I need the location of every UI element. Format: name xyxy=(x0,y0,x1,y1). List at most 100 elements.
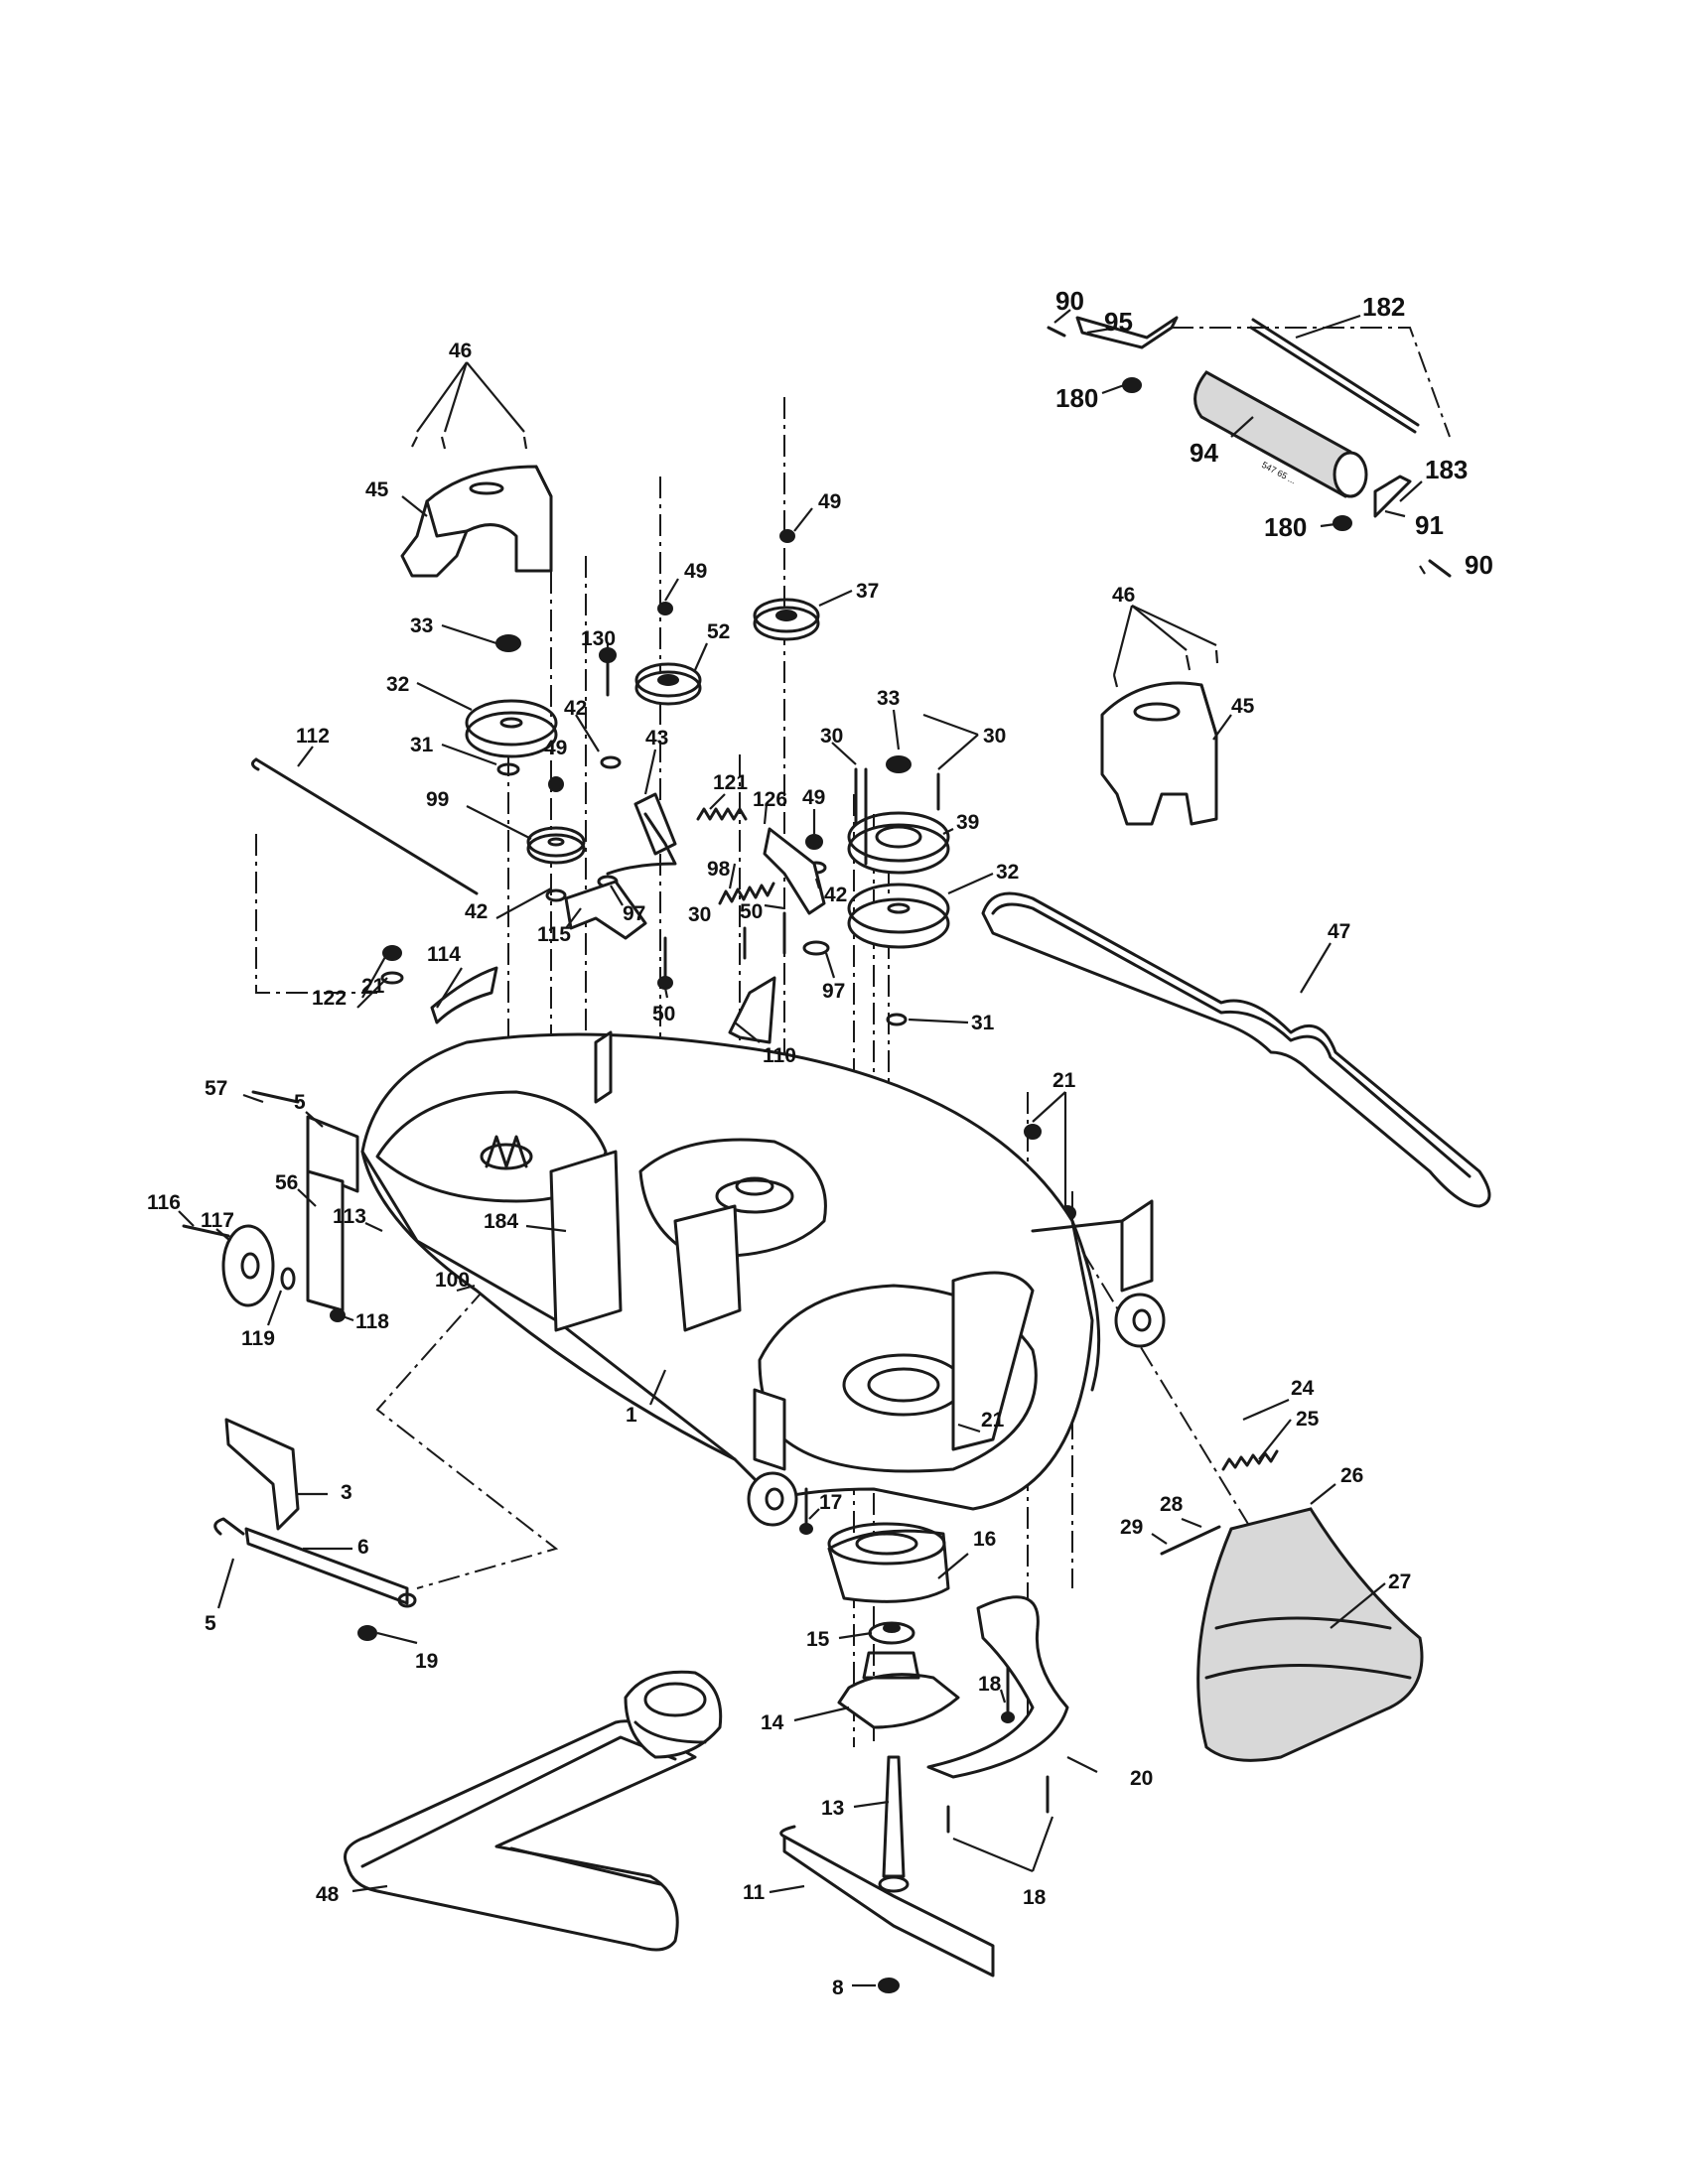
callout-48: 48 xyxy=(316,1883,340,1906)
roller-94: 547 65 ... xyxy=(1047,316,1452,578)
callout-15: 15 xyxy=(806,1628,830,1651)
callout-1: 1 xyxy=(626,1404,637,1427)
callout-29: 29 xyxy=(1120,1516,1143,1539)
bearing-15 xyxy=(868,1621,915,1645)
callout-37: 37 xyxy=(856,580,879,603)
nut-33-left xyxy=(495,634,521,652)
callout-50-b: 50 xyxy=(740,900,763,923)
callout-11: 11 xyxy=(743,1881,766,1904)
callout-19: 19 xyxy=(415,1650,438,1673)
callout-90: 90 xyxy=(1055,286,1084,316)
callout-184: 184 xyxy=(484,1210,518,1233)
callout-30-c: 30 xyxy=(983,725,1006,748)
bolts xyxy=(799,1487,1050,1834)
callout-16: 16 xyxy=(973,1528,996,1551)
callout-112: 112 xyxy=(296,725,330,748)
belt-47 xyxy=(981,891,1491,1208)
callout-49-d: 49 xyxy=(802,786,825,809)
spring-98 xyxy=(718,882,775,905)
callout-114: 114 xyxy=(427,943,461,966)
callout-27: 27 xyxy=(1388,1570,1411,1593)
callout-182: 182 xyxy=(1362,292,1405,322)
callout-33-b: 33 xyxy=(877,687,900,710)
callout-49-b: 49 xyxy=(684,560,707,583)
callout-31-b: 31 xyxy=(971,1012,995,1034)
idler-pulley-52 xyxy=(634,662,702,706)
callout-6: 6 xyxy=(357,1536,369,1559)
callout-18: 18 xyxy=(978,1673,1002,1696)
bracket-114 xyxy=(430,966,498,1024)
spring-121 xyxy=(696,807,748,821)
blade-bolt-8 xyxy=(878,1978,900,1993)
callout-21-c: 21 xyxy=(981,1409,1005,1432)
callout-121: 121 xyxy=(713,771,748,794)
callout-116: 116 xyxy=(147,1191,181,1214)
callout-100: 100 xyxy=(435,1269,470,1292)
discharge-chute-27 xyxy=(1160,1507,1424,1762)
callout-32-b: 32 xyxy=(996,861,1019,884)
lift-bracket-3 xyxy=(224,1418,300,1531)
idler-bracket-115 xyxy=(564,880,647,940)
deck-brackets xyxy=(306,1030,1154,1471)
callout-57: 57 xyxy=(205,1077,227,1100)
idler-pulley-99 xyxy=(526,826,586,865)
belt-guard-right xyxy=(1100,649,1219,826)
idler-arm-126 xyxy=(763,827,826,915)
callout-25: 25 xyxy=(1296,1408,1320,1431)
blade-11 xyxy=(779,1825,995,1978)
callout-52: 52 xyxy=(707,620,730,643)
callout-17: 17 xyxy=(819,1491,842,1514)
callout-5: 5 xyxy=(294,1091,306,1114)
callout-5-b: 5 xyxy=(205,1612,216,1635)
callout-labels: 46 45 33 32 31 99 112 42 42 130 49 49 52… xyxy=(147,286,1493,1999)
callout-94: 94 xyxy=(1190,438,1218,468)
spring-25 xyxy=(1221,1449,1279,1471)
callout-21: 21 xyxy=(361,975,385,998)
callout-110: 110 xyxy=(763,1044,796,1067)
callout-130: 130 xyxy=(581,627,616,650)
bolt-19 xyxy=(357,1625,377,1641)
callout-8: 8 xyxy=(832,1977,844,1999)
bracket-110 xyxy=(728,976,776,1044)
spindle-housing-16 xyxy=(827,1522,950,1603)
pulley-32-left xyxy=(465,699,558,758)
callout-43: 43 xyxy=(645,727,668,750)
callout-26: 26 xyxy=(1340,1464,1363,1487)
callout-180-b: 180 xyxy=(1264,512,1307,542)
callout-90-b: 90 xyxy=(1465,550,1493,580)
callout-42-c: 42 xyxy=(824,884,847,906)
callout-113: 113 xyxy=(333,1205,366,1228)
callout-49: 49 xyxy=(544,737,567,759)
callout-117: 117 xyxy=(201,1209,234,1232)
callout-30: 30 xyxy=(688,903,711,926)
callout-39: 39 xyxy=(956,811,979,834)
callout-45-b: 45 xyxy=(1231,695,1255,718)
callout-14: 14 xyxy=(761,1711,784,1734)
idler-arm-43 xyxy=(606,792,677,876)
callout-99: 99 xyxy=(426,788,449,811)
callout-42-b: 42 xyxy=(465,900,488,923)
callout-13: 13 xyxy=(821,1797,844,1820)
lift-link-6 xyxy=(244,1527,417,1608)
callout-18-b: 18 xyxy=(1023,1886,1047,1909)
callout-97-b: 97 xyxy=(822,980,845,1003)
electric-clutch xyxy=(624,1670,723,1759)
callout-126: 126 xyxy=(753,788,787,811)
callout-21-b: 21 xyxy=(1052,1069,1076,1092)
callout-91: 91 xyxy=(1415,510,1444,540)
callout-183: 183 xyxy=(1425,455,1468,484)
leader-lines xyxy=(178,309,1426,1987)
callout-31: 31 xyxy=(410,734,434,756)
nut-33-right xyxy=(886,755,912,773)
pulley-32-right xyxy=(847,883,950,949)
callout-49-c: 49 xyxy=(818,490,841,513)
idler-pulley-37 xyxy=(753,598,820,641)
callout-47: 47 xyxy=(1328,920,1350,943)
belt-guard-left xyxy=(400,436,553,578)
callout-95: 95 xyxy=(1104,307,1133,337)
callout-97: 97 xyxy=(623,902,645,925)
callout-180: 180 xyxy=(1055,383,1098,413)
spindle-shaft-13 xyxy=(878,1755,910,1893)
baffle-20 xyxy=(926,1595,1069,1779)
